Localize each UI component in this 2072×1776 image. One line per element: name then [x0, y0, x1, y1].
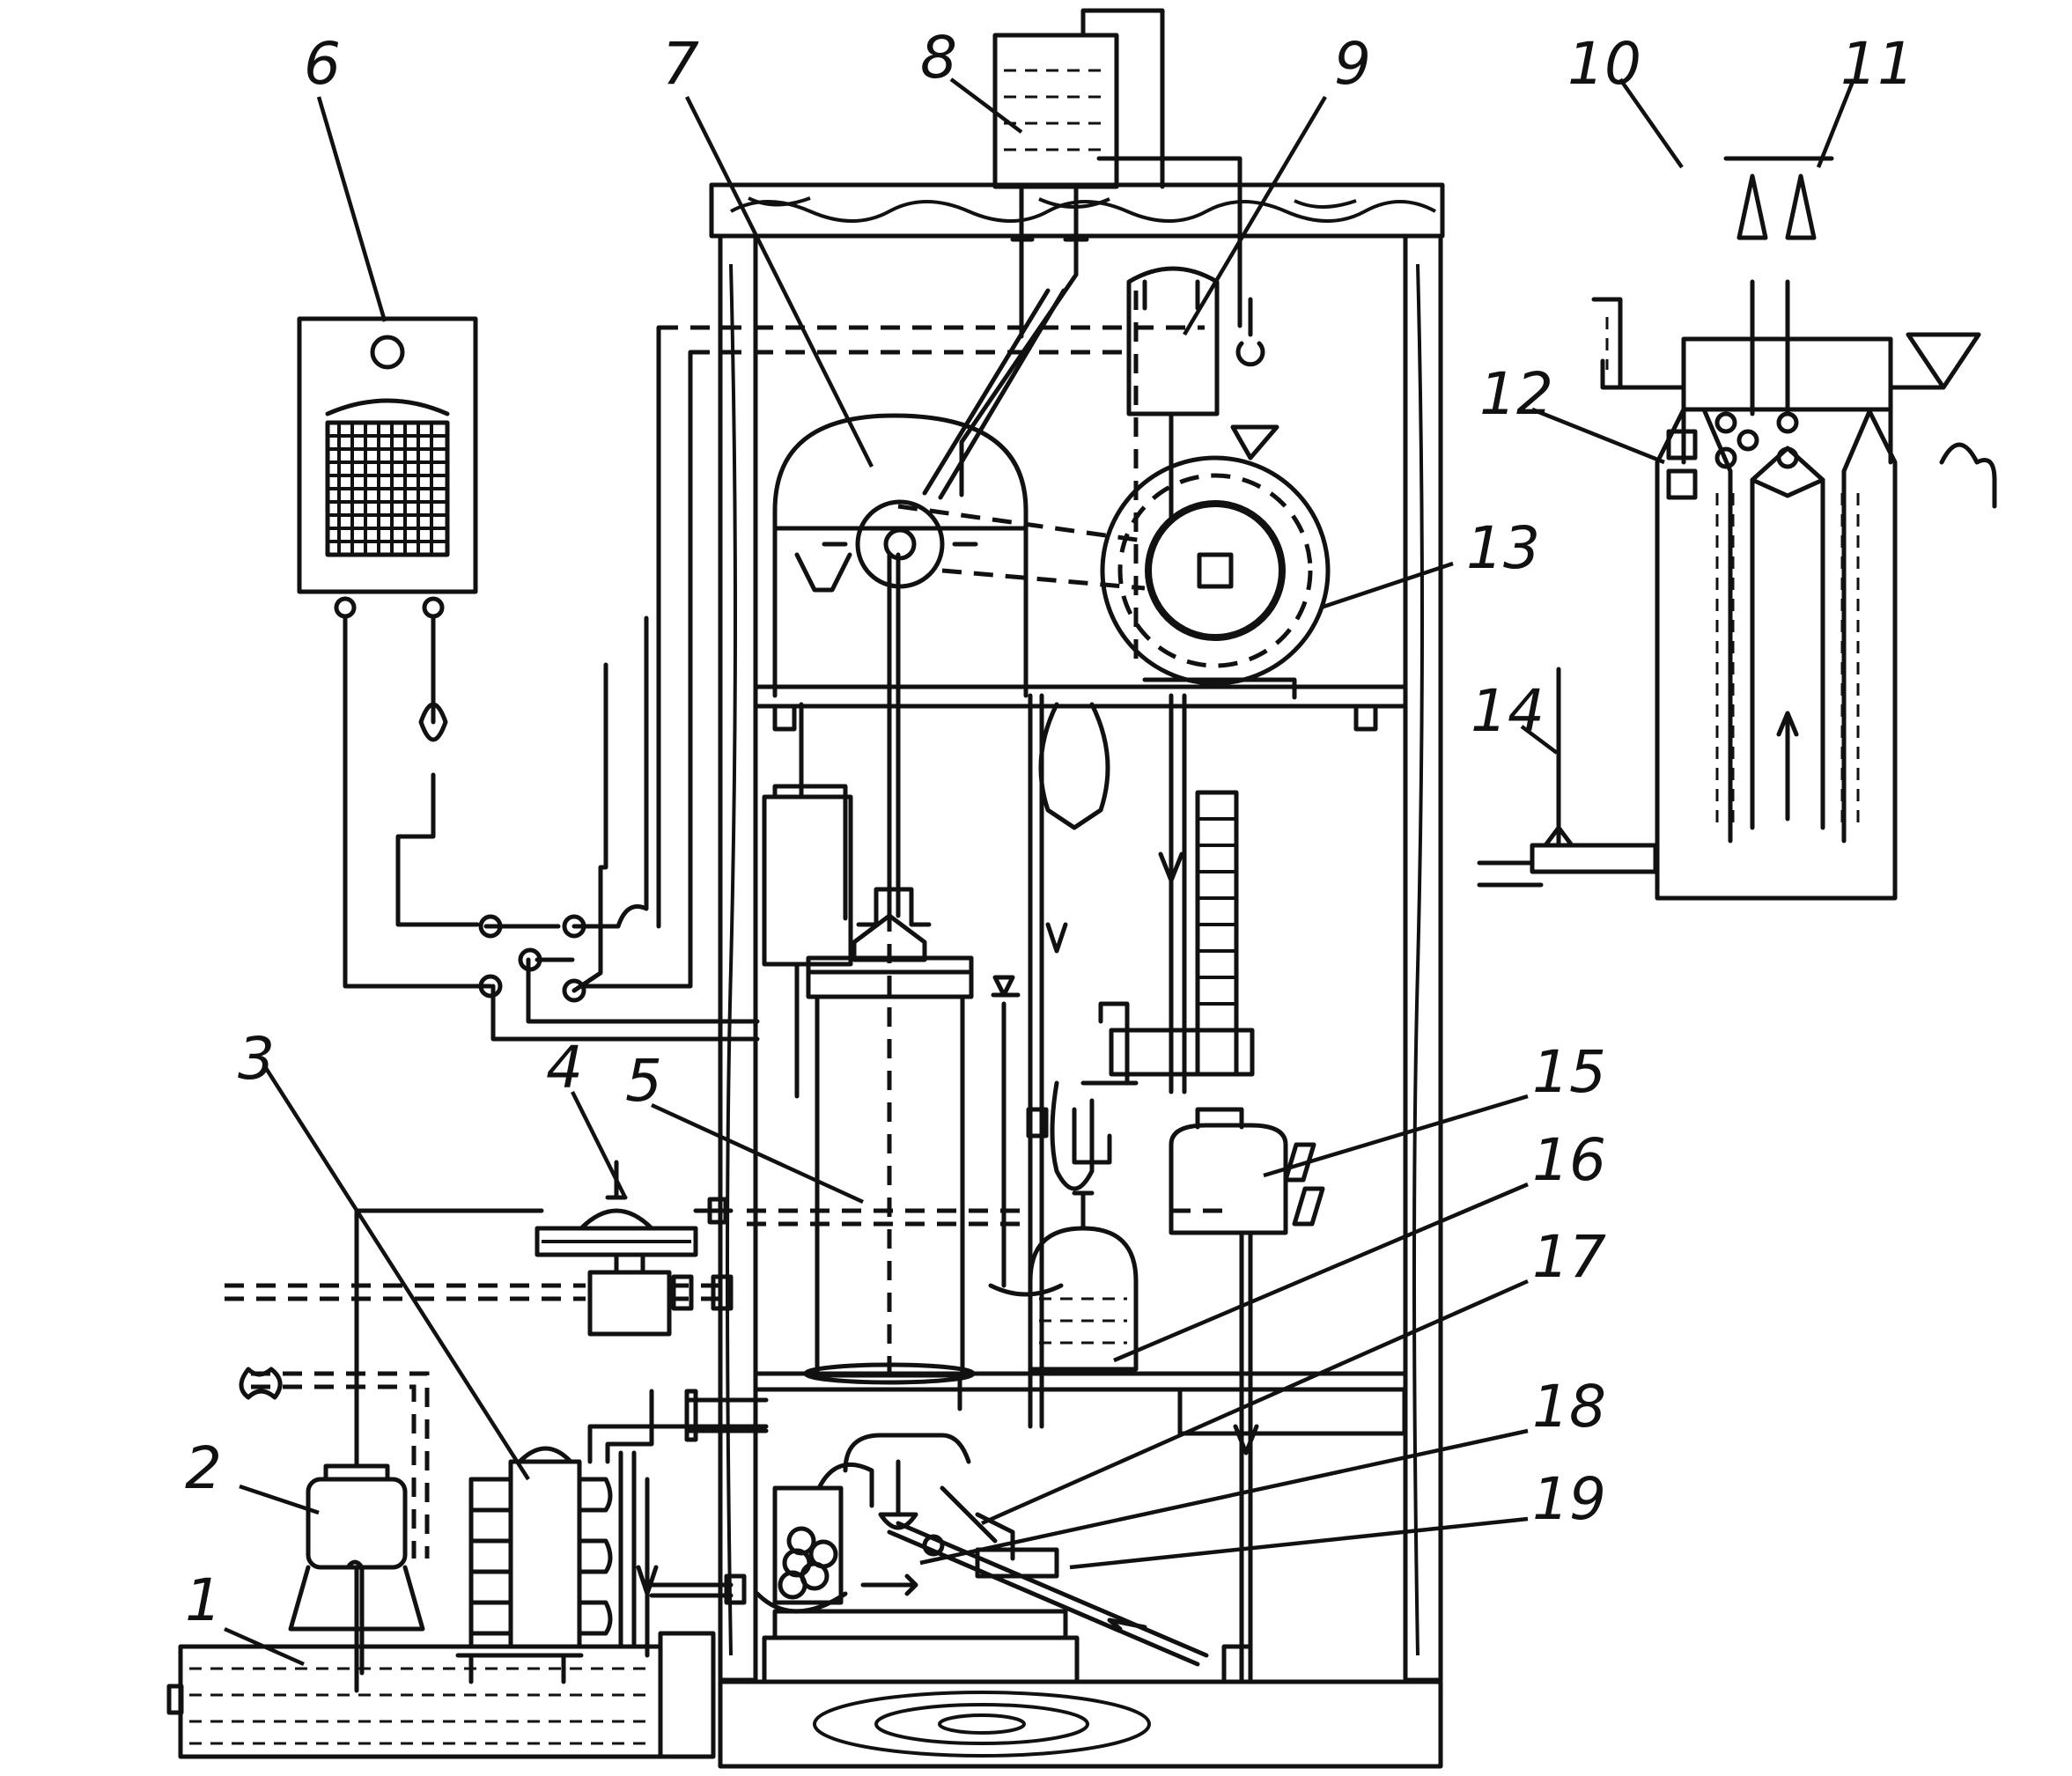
- callout-8: 8: [920, 24, 957, 92]
- filter-2: [288, 1463, 425, 1693]
- callout-19: 19: [1532, 1465, 1606, 1533]
- callout-5: 5: [625, 1047, 662, 1115]
- dashed-lines-upper: [659, 291, 1205, 660]
- wiring: [343, 325, 760, 1042]
- wheel-13: [1100, 424, 1331, 700]
- cabinet-frame: [709, 182, 1445, 1769]
- bottom-mechanism: [649, 1371, 1407, 1684]
- middle-pipes: [1028, 693, 1239, 1429]
- vessel-16: [988, 975, 1139, 1372]
- callout-14: 14: [1471, 677, 1545, 745]
- callout-leaders: [224, 77, 1856, 1667]
- cross-fitting: [1026, 1001, 1255, 1191]
- callout-17: 17: [1532, 1223, 1606, 1291]
- vessel-9: [1126, 266, 1265, 522]
- callout-4: 4: [546, 1034, 583, 1102]
- callout-12: 12: [1479, 360, 1553, 428]
- dashed-lines-lower: [225, 1208, 1233, 1559]
- callout-7: 7: [662, 30, 699, 98]
- callout-11: 11: [1840, 30, 1914, 98]
- electric-box: [762, 702, 853, 1099]
- callout-labels: 1 2 3 4 5 6 7 8 9 10 11 12 13 14 15 16 1…: [185, 24, 1914, 1634]
- callout-18: 18: [1532, 1373, 1606, 1441]
- gauge-box-6: [297, 316, 478, 619]
- vessel-15: [1169, 1107, 1325, 1684]
- callout-10: 10: [1567, 30, 1641, 98]
- callout-1: 1: [185, 1566, 222, 1634]
- center-column-5: [803, 552, 976, 1385]
- callout-6: 6: [304, 30, 341, 98]
- inset-burner: [1477, 156, 1997, 901]
- trough-1: [166, 1631, 716, 1759]
- callout-9: 9: [1334, 30, 1371, 98]
- callout-16: 16: [1532, 1126, 1606, 1194]
- callout-3: 3: [238, 1025, 275, 1093]
- top-reservoir-8: [959, 8, 1242, 497]
- callout-2: 2: [185, 1434, 222, 1502]
- callout-15: 15: [1532, 1038, 1606, 1106]
- cooler-3: [455, 1389, 769, 1684]
- callout-13: 13: [1466, 514, 1540, 582]
